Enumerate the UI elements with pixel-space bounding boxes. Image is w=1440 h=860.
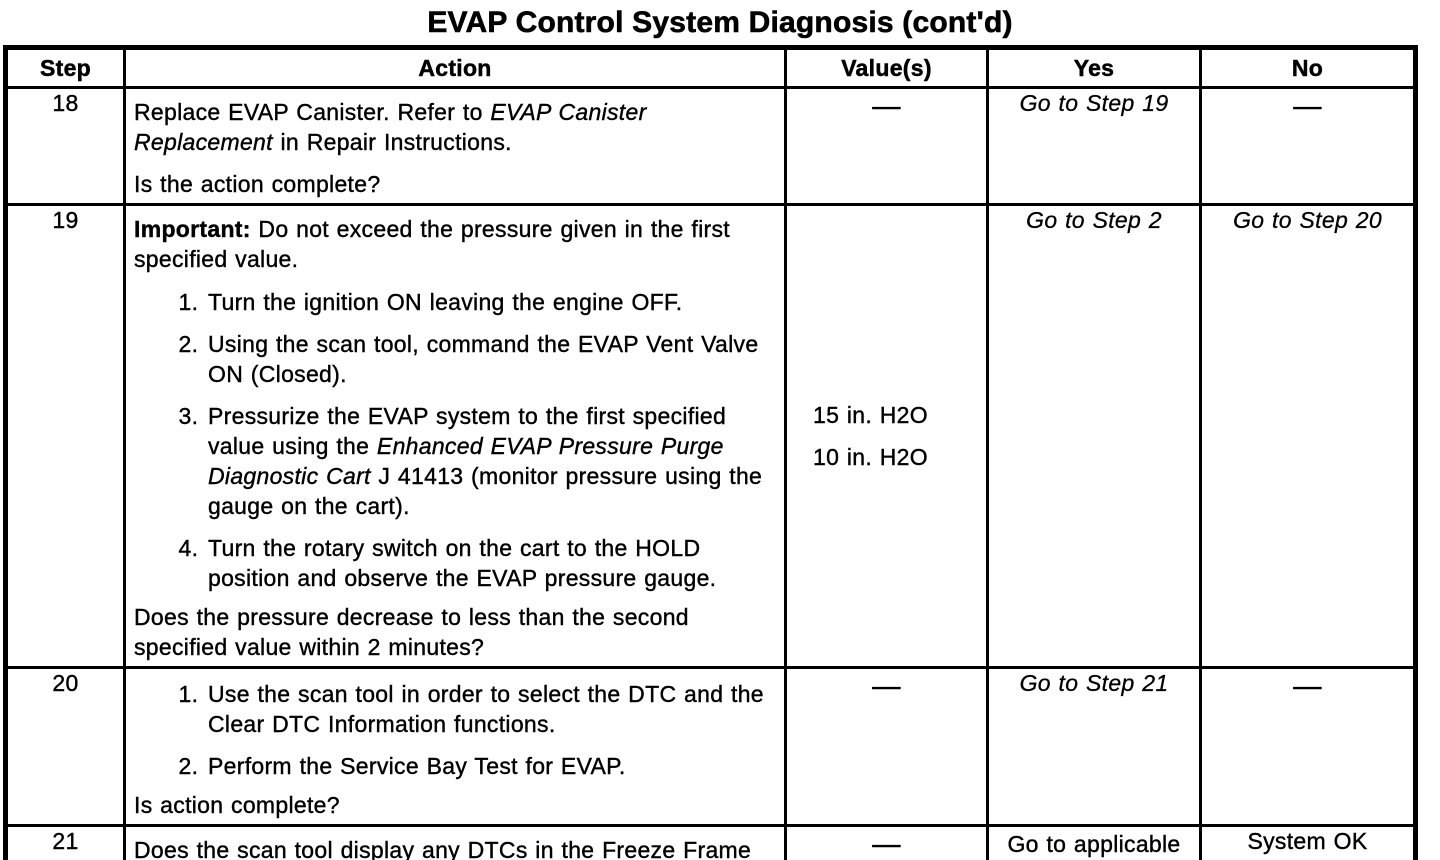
action-steps-list: Turn the ignition ON leaving the engine … <box>134 287 774 593</box>
values-cell: — <box>784 86 989 206</box>
step-number: 18 <box>4 86 126 206</box>
list-item: Pressurize the EVAP system to the first … <box>206 401 774 521</box>
column-header-yes: Yes <box>986 46 1202 89</box>
action-question: Does the scan tool display any DTCs in t… <box>134 837 752 860</box>
no-cell: Go to Step 20 <box>1199 203 1417 669</box>
action-cell: Use the scan tool in order to select the… <box>123 666 787 827</box>
table-row-step-18: 18 Replace EVAP Canister. Refer to EVAP … <box>4 86 1417 206</box>
important-label: Important: <box>134 216 251 242</box>
table-header-row: Step Action Value(s) Yes No <box>4 46 1417 89</box>
yes-cell: Go to Step 19 <box>986 86 1202 206</box>
table-row-step-20: 20 Use the scan tool in order to select … <box>4 666 1417 827</box>
italic-reference: EVAP Canister Replacement <box>134 99 647 155</box>
column-header-step: Step <box>4 46 126 89</box>
no-cell: — <box>1199 666 1417 827</box>
step-number: 19 <box>4 203 126 669</box>
important-note: Important: Do not exceed the pressure gi… <box>134 216 730 272</box>
table-row-step-19: 19 Important: Do not exceed the pressure… <box>4 203 1417 669</box>
list-item: Use the scan tool in order to select the… <box>206 679 774 739</box>
column-header-values: Value(s) <box>784 46 989 89</box>
evap-diagnosis-table: Step Action Value(s) Yes No 18 Replace E… <box>3 45 1418 860</box>
italic-reference: Enhanced EVAP Pressure Purge Diagnostic … <box>208 433 724 489</box>
values-cell: — <box>784 824 989 860</box>
table-row-step-21: 21 Does the scan tool display any DTCs i… <box>4 824 1417 860</box>
values-cell: 15 in. H2O 10 in. H2O <box>784 203 989 669</box>
page-title: EVAP Control System Diagnosis (cont'd) <box>427 6 1013 40</box>
action-text: Replace EVAP Canister. Refer to EVAP Can… <box>134 99 647 155</box>
column-header-action: Action <box>123 46 787 89</box>
value-line: 15 in. H2O <box>813 402 928 428</box>
action-question: Is action complete? <box>134 792 340 818</box>
list-item: Perform the Service Bay Test for EVAP. <box>206 751 774 781</box>
no-cell: System OK <box>1199 824 1417 860</box>
yes-cell: Go to Step 2 <box>986 203 1202 669</box>
value-line: 10 in. H2O <box>813 444 928 470</box>
no-cell: — <box>1199 86 1417 206</box>
action-cell: Important: Do not exceed the pressure gi… <box>123 203 787 669</box>
action-cell: Replace EVAP Canister. Refer to EVAP Can… <box>123 86 787 206</box>
yes-cell: Go to Step 21 <box>986 666 1202 827</box>
values-cell: — <box>784 666 989 827</box>
step-number: 20 <box>4 666 126 827</box>
action-cell: Does the scan tool display any DTCs in t… <box>123 824 787 860</box>
step-number: 21 <box>4 824 126 860</box>
column-header-no: No <box>1199 46 1417 89</box>
list-item: Using the scan tool, command the EVAP Ve… <box>206 329 774 389</box>
list-item: Turn the ignition ON leaving the engine … <box>206 287 774 317</box>
action-question: Does the pressure decrease to less than … <box>134 604 689 660</box>
yes-cell: Go to applicable DTC table <box>986 824 1202 860</box>
list-item: Turn the rotary switch on the cart to th… <box>206 533 774 593</box>
action-steps-list: Use the scan tool in order to select the… <box>134 679 774 781</box>
action-question: Is the action complete? <box>134 171 381 197</box>
